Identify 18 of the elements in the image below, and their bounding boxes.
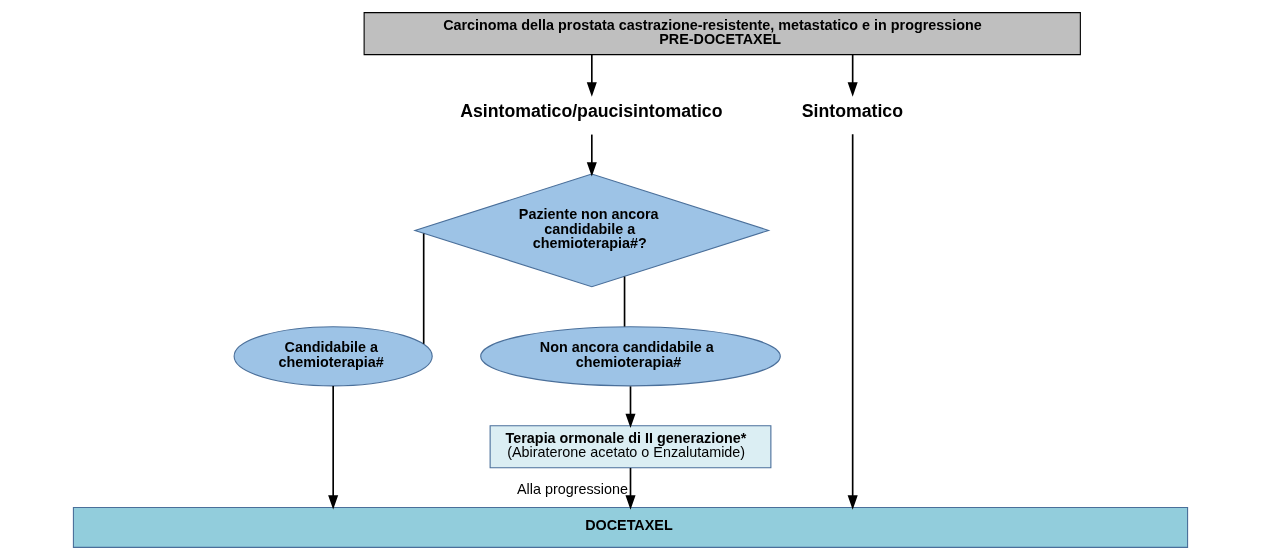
- node-diamond: Paziente non ancora candidabile a chemioterapia#?: [413, 173, 771, 288]
- arrow: [625, 385, 636, 429]
- arrow: [328, 385, 339, 510]
- edge-label: Alla progressione: [516, 480, 628, 497]
- arrow: [586, 54, 597, 97]
- node-text: Asintomatico/paucisintomatico: [460, 101, 723, 122]
- node-ellipse: Non ancora candidabile a chemioterapia#: [480, 326, 781, 387]
- node-ellipse: Candidabile a chemioterapia#: [233, 326, 433, 387]
- connector: [422, 232, 425, 345]
- arrow: [586, 133, 597, 177]
- arrow: [847, 54, 858, 97]
- node-box: Terapia ormonale di II generazione* (Abiraterone acetato o Enzalutamide): [489, 425, 772, 469]
- node-text: Sintomatico: [801, 101, 903, 122]
- node-box: DOCETAXEL: [72, 507, 1189, 548]
- connector: [623, 275, 626, 328]
- node-box: Carcinoma della prostata castrazione-resistente, metastatico e in progressione PRE-DOCETAXEL: [363, 12, 1081, 56]
- arrow: [625, 467, 636, 510]
- arrow: [847, 133, 858, 510]
